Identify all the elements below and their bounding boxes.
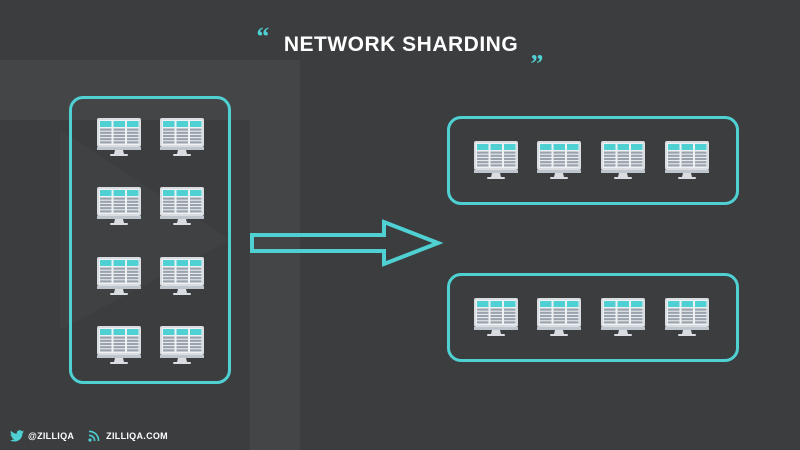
computer-monitor-icon [96, 186, 142, 226]
wifi-signal-icon [88, 430, 100, 442]
right-arrow-icon [250, 219, 444, 267]
computer-monitor-icon [600, 140, 646, 180]
computer-monitor-icon [473, 140, 519, 180]
computer-monitor-icon [159, 186, 205, 226]
computer-monitor-icon [159, 325, 205, 365]
website-link[interactable]: ZILLIQA.COM [88, 430, 168, 442]
computer-monitor-icon [600, 297, 646, 337]
twitter-handle: @ZILLIQA [28, 431, 75, 441]
computer-monitor-icon [536, 140, 582, 180]
computer-monitor-icon [96, 117, 142, 157]
computer-monitor-icon [96, 325, 142, 365]
slide-title: “ NETWORK SHARDING „ [0, 22, 800, 65]
open-quote: “ [256, 22, 270, 51]
footer: @ZILLIQA ZILLIQA.COM [10, 430, 182, 442]
shard-group-2 [447, 273, 739, 362]
shard-group-1 [447, 116, 739, 205]
close-quote: „ [530, 36, 544, 65]
computer-monitor-icon [159, 256, 205, 296]
computer-monitor-icon [664, 297, 710, 337]
twitter-link[interactable]: @ZILLIQA [10, 430, 74, 442]
computer-monitor-icon [96, 256, 142, 296]
computer-monitor-icon [473, 297, 519, 337]
computer-monitor-icon [664, 140, 710, 180]
computer-monitor-icon [536, 297, 582, 337]
twitter-bird-icon [10, 430, 24, 442]
website-url: ZILLIQA.COM [106, 431, 168, 441]
title-text: NETWORK SHARDING [283, 33, 519, 56]
unsharded-network-group [69, 96, 231, 384]
computer-monitor-icon [159, 117, 205, 157]
